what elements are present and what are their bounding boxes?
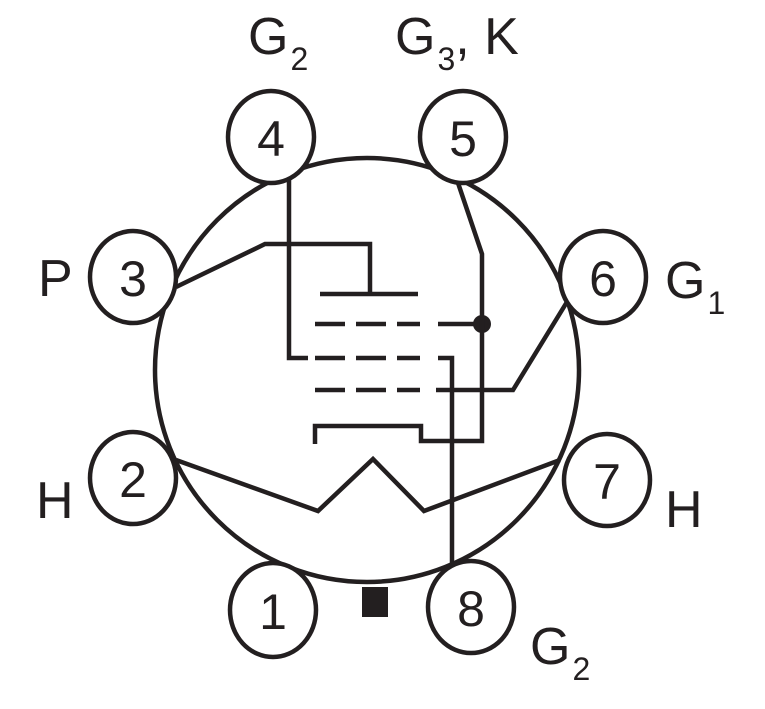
pin-2: 2 xyxy=(87,429,179,527)
pin-number: 1 xyxy=(259,584,287,640)
pin-5: 5 xyxy=(417,88,509,186)
label-pin-7: H xyxy=(665,481,703,539)
pin-number: 2 xyxy=(119,452,147,508)
label-pin-3: P xyxy=(38,250,73,308)
pin-number: 7 xyxy=(593,454,621,510)
pin-number: 3 xyxy=(119,251,147,307)
label-pin-6: G1 xyxy=(665,252,725,321)
pin-number: 8 xyxy=(457,581,485,637)
grid-g2 xyxy=(315,355,455,567)
pin-7: 7 xyxy=(561,431,653,529)
pin-3: 3 xyxy=(87,228,179,326)
pin-4: 4 xyxy=(225,88,317,186)
pin-number: 4 xyxy=(257,111,285,167)
tube-envelope xyxy=(152,155,582,585)
label-pin-2: H xyxy=(36,472,74,530)
pin-8: 8 xyxy=(425,558,517,656)
label-pin-8: G2 xyxy=(530,618,590,687)
pin-6: 6 xyxy=(557,228,649,326)
label-pin-4: G2 xyxy=(248,8,308,77)
base-key xyxy=(362,587,388,617)
pin-number: 5 xyxy=(449,111,477,167)
label-pin-5: G3, K xyxy=(395,8,519,77)
cathode xyxy=(312,176,485,444)
plate-lead xyxy=(175,241,373,294)
grid-g1 xyxy=(315,295,572,393)
electrode-wiring xyxy=(175,176,572,567)
pin-number: 6 xyxy=(589,251,617,307)
pin-1: 1 xyxy=(227,560,319,660)
g2-lead xyxy=(286,176,308,361)
heater xyxy=(175,455,561,514)
